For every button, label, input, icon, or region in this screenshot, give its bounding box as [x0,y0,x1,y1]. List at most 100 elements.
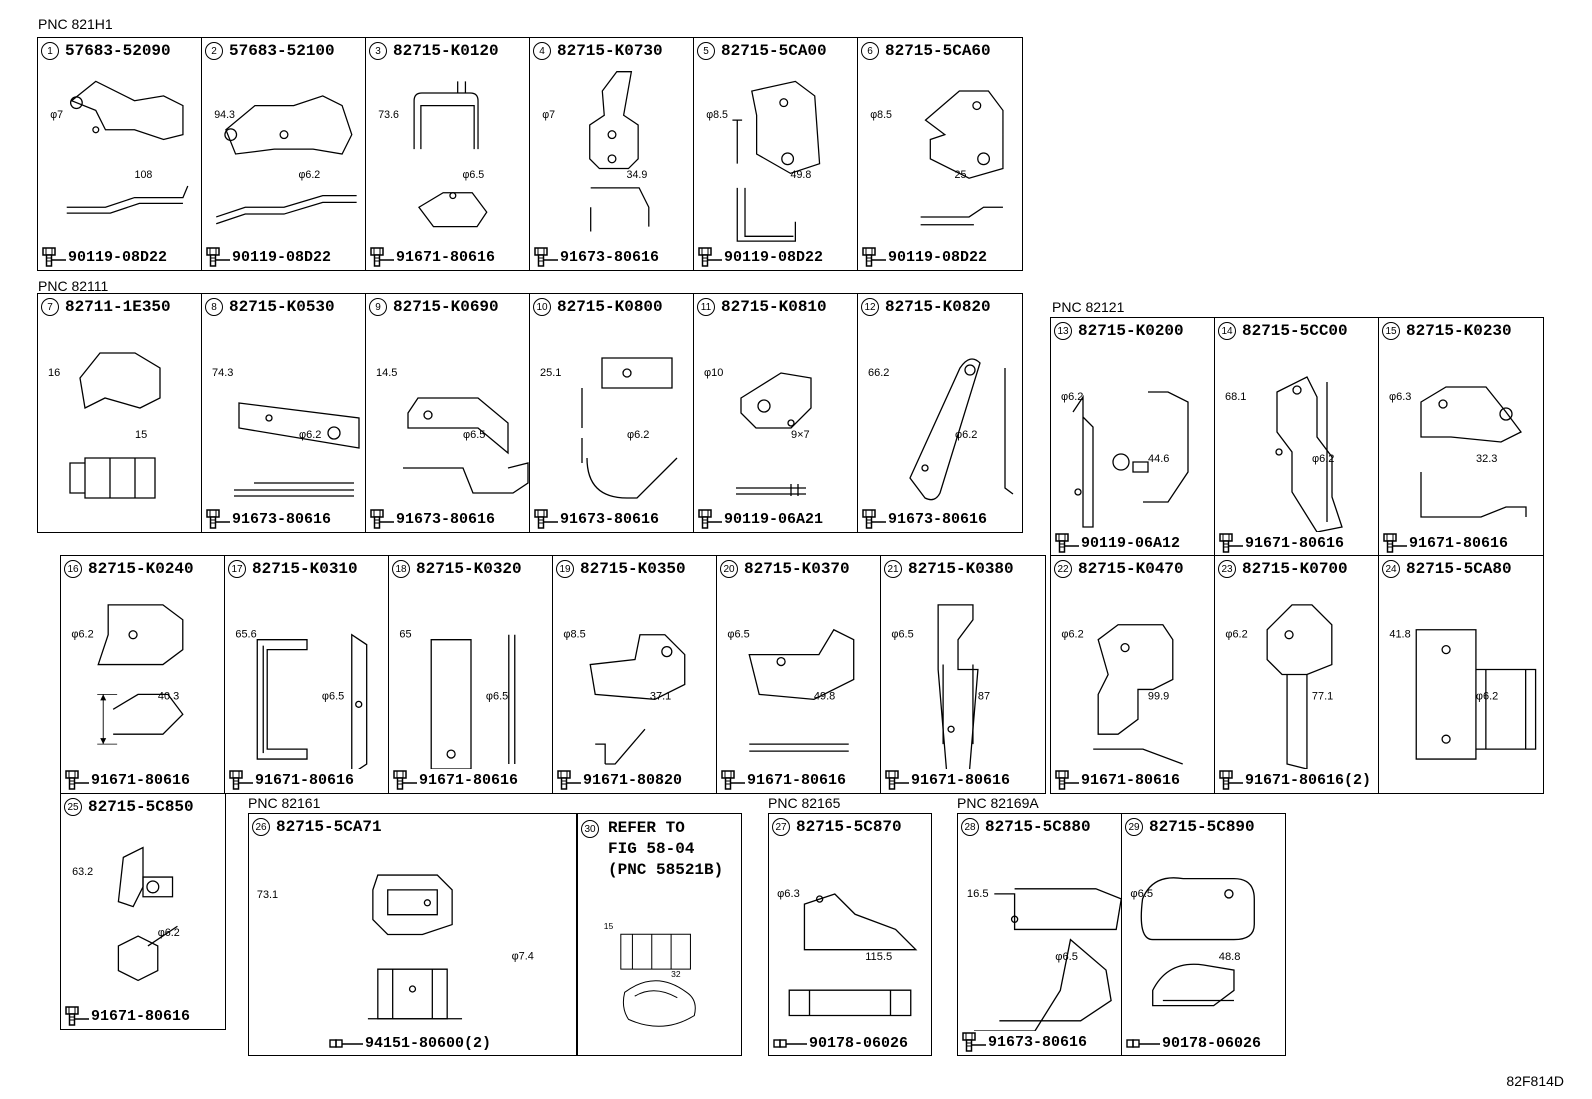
dimension-label: 73.6 [378,109,399,121]
part-number[interactable]: 82715-K0200 [1078,322,1184,340]
part-number[interactable]: 82715-5CA71 [276,818,382,836]
fastener-part-number[interactable]: 90119-06A12 [1081,534,1181,552]
fastener-part-number[interactable]: 91671-80616 [747,771,847,789]
fastener-part-number[interactable]: 91671-80616 [91,771,191,789]
fastener-part-number[interactable]: 91673-80616 [232,510,332,528]
fastener-part-number[interactable]: 90119-08D22 [888,248,988,266]
part-number[interactable]: 82715-K0470 [1078,560,1184,578]
fastener-part-number[interactable]: 90178-06026 [1162,1035,1262,1052]
fastener-part-number[interactable]: 91673-80616 [560,248,660,266]
fastener-part-number[interactable]: 91671-80616(2) [1245,771,1372,789]
fastener-part-number[interactable]: 91671-80820 [583,771,683,789]
part-number[interactable]: 82715-K0810 [721,298,827,316]
part-number[interactable]: 82715-5CA60 [885,42,991,60]
callout-number: 1 [41,42,59,60]
part-number[interactable]: 82715-K0820 [885,298,991,316]
part-number[interactable]: 82715-K0230 [1406,322,1512,340]
bolt-icon [370,509,396,529]
part-number[interactable]: 82715-K0310 [252,560,358,578]
fastener-part-number[interactable]: 91673-80616 [988,1033,1088,1051]
fastener-part-number[interactable]: 91671-80616 [1409,534,1509,552]
part-number[interactable]: 82715-K0350 [580,560,686,578]
part-number[interactable]: 82715-5CC00 [1242,322,1348,340]
dimension-label: 65.6 [235,629,256,641]
part-number[interactable]: 82715-5C890 [1149,818,1255,836]
part-number[interactable]: 57683-52090 [65,42,171,60]
fastener-part-number[interactable]: 90178-06026 [809,1035,909,1052]
part-number[interactable]: 82715-K0380 [908,560,1014,578]
fastener-part-number[interactable]: 91673-80616 [396,510,496,528]
fastener-part-number[interactable]: 90119-08D22 [724,248,824,266]
fastener-part-number[interactable]: 91671-80616 [419,771,519,789]
fastener-part-number[interactable]: 91673-80616 [888,510,988,528]
fastener-part-number[interactable]: 90119-06A21 [724,510,824,528]
fastener-part-number[interactable]: 91671-80616 [911,771,1011,789]
part-number[interactable]: 82715-K0120 [393,42,499,60]
fastener-part-number[interactable]: 91671-80616 [1081,771,1181,789]
part-number[interactable]: 82715-K0700 [1242,560,1348,578]
fastener-part-number[interactable]: 91671-80616 [1245,534,1345,552]
part-number[interactable]: 82715-5CA00 [721,42,827,60]
fastener-part-number[interactable]: 91671-80616 [396,248,496,266]
part-number[interactable]: 82715-5CA80 [1406,560,1512,578]
pnc-group-label: PNC 82165 [768,795,841,811]
part-number[interactable]: 82715-K0370 [744,560,850,578]
part-number[interactable]: 82715-K0530 [229,298,335,316]
part-number[interactable]: 82715-K0730 [557,42,663,60]
part-number[interactable]: 82715-K0320 [416,560,522,578]
part-number[interactable]: 82715-5C850 [88,798,194,816]
part-number[interactable]: 82715-K0800 [557,298,663,316]
fastener-row: 91671-80616 [393,770,551,790]
callout-number: 30 [581,820,599,838]
fastener-part-number[interactable]: 90119-08D22 [232,248,332,266]
part-number[interactable]: 82715-5C880 [985,818,1091,836]
fastener-part-number[interactable]: 91671-80616 [91,1007,191,1025]
dimension-label: φ6.2 [299,169,321,181]
part-number[interactable]: 82715-K0690 [393,298,499,316]
part-number[interactable]: 82715-K0240 [88,560,194,578]
fastener-part-number[interactable]: 90119-08D22 [68,248,168,266]
part-number[interactable]: 82715-5C870 [796,818,902,836]
part-number[interactable]: 57683-52100 [229,42,335,60]
fastener-part-number[interactable]: 91673-80616 [560,510,660,528]
part-number[interactable]: 82711-1E350 [65,298,171,316]
fastener-part-number[interactable]: 94151-80600(2) [365,1035,492,1052]
clip-icon [329,1037,365,1051]
fastener-part-number[interactable]: 91671-80616 [255,771,355,789]
